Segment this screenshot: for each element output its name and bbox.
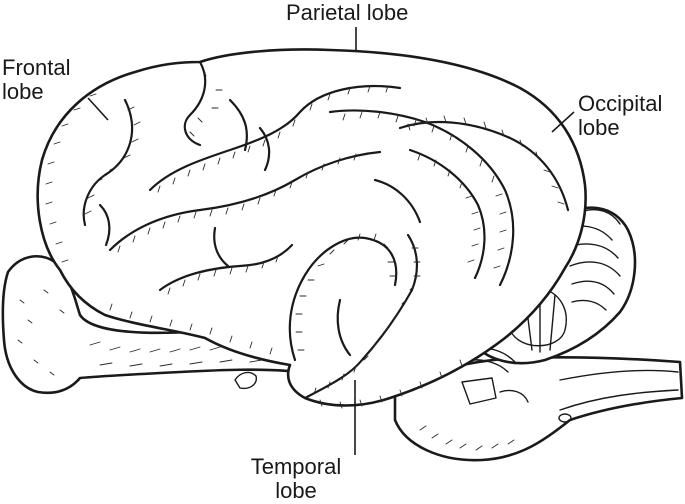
parietal-lobe-label: Parietal lobe (286, 1, 408, 25)
temporal-lobe-label-line1: Temporal (250, 454, 342, 479)
occipital-leader (551, 111, 575, 133)
frontal-leader (87, 97, 109, 121)
temporal-lobe-label-line2: lobe (275, 478, 317, 503)
frontal-lobe-label-line2: lobe (2, 79, 44, 104)
parietal-lobe-label-text: Parietal lobe (286, 0, 409, 25)
frontal-lobe-label-line1: Frontal (2, 55, 71, 80)
temporal-lobe-label: Temporal lobe (238, 455, 354, 503)
occipital-lobe-label-line2: lobe (578, 115, 620, 140)
leader-lines (87, 27, 575, 455)
occipital-lobe-label: Occipital lobe (578, 92, 662, 140)
cerebrum (36, 48, 587, 409)
frontal-lobe-label: Frontal lobe (2, 56, 70, 104)
occipital-lobe-label-line1: Occipital (578, 91, 663, 116)
brainstem (393, 355, 684, 462)
